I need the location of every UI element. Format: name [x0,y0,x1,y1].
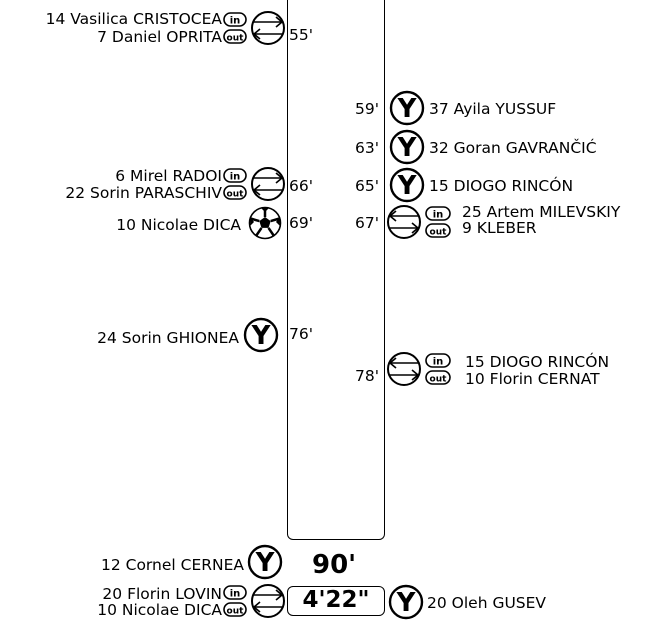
in-badge-label: in [230,589,241,600]
booked-player: 32 Goran GAVRANČIĆ [429,139,597,157]
minute-label: 78' [355,367,379,385]
minute-label: 66' [289,177,313,195]
yellow-card-label: Y [251,321,272,351]
out-badge [223,602,247,617]
in-badge-label: in [230,172,241,183]
arrow-right-icon [390,369,420,381]
sub-in-player: 25 Artem MILEVSKIY [462,203,621,221]
full-time-minute: 90' [312,550,357,580]
minute-label: 69' [289,214,313,232]
yellow-card-label: Y [397,133,418,163]
sub-out-player: 22 Sorin PARASCHIV [65,184,222,202]
substitution-circle [251,167,285,201]
arrow-right-icon [254,172,284,184]
booked-player: 15 DIOGO RINCÓN [429,177,574,195]
out-badge [425,370,451,385]
in-badge [425,353,451,368]
sub-in-player: 6 Mirel RADOI [115,167,222,185]
soccer-ball-icon [248,206,282,240]
substitution-circle [251,11,285,45]
out-badge-label: out [227,34,245,44]
out-badge-label: out [430,228,448,238]
yellow-card-label: Y [396,588,417,618]
substitution-circle [387,352,421,386]
yellow-card-label: Y [255,548,276,578]
yellow-card-icon: Y [243,317,279,353]
arrow-right-icon [254,16,284,28]
substitution-left-icon: in out [223,167,285,201]
yellow-card-label: Y [397,94,418,124]
substitution-left-icon: in out [223,11,285,45]
minute-label: 55' [289,26,313,44]
minute-label: 63' [355,139,379,157]
sub-in-player: 20 Florin LOVIN [102,585,222,603]
substitution-left-icon: in out [223,584,285,618]
yellow-card-icon: Y [389,129,425,165]
yellow-card-icon: Y [389,167,425,203]
sub-out-player: 10 Florin CERNAT [465,370,600,388]
out-badge-label: out [227,607,245,617]
out-badge-label: out [430,375,448,385]
stoppage-time: 4'22" [302,587,370,613]
arrow-right-icon [254,589,284,601]
in-badge-label: in [433,210,444,221]
substitution-circle [251,584,285,618]
in-badge-label: in [433,357,444,368]
sub-in-player: 15 DIOGO RINCÓN [465,353,610,371]
sub-out-player: 9 KLEBER [462,219,537,237]
in-badge [223,585,247,600]
goal-scorer: 10 Nicolae DICA [116,216,241,234]
booked-player: 12 Cornel CERNEA [100,556,244,574]
stoppage-time-box: 4'22" [287,586,385,616]
in-badge [425,206,451,221]
minute-label: 59' [355,100,379,118]
arrow-left-icon [252,28,282,40]
in-badge [223,168,247,183]
yellow-card-icon: Y [389,90,425,126]
booked-player: 24 Sorin GHIONEA [97,329,239,347]
arrow-left-icon [388,210,418,222]
out-badge [223,29,247,44]
substitution-right-icon: in out [387,205,451,239]
match-timeline [287,0,385,540]
sub-out-player: 7 Daniel OPRITA [97,28,222,46]
arrow-left-icon [252,601,282,613]
out-badge [425,223,451,238]
substitution-circle [387,205,421,239]
booked-player: 37 Ayila YUSSUF [429,100,557,118]
yellow-card-icon: Y [388,584,424,620]
yellow-card-label: Y [397,171,418,201]
in-badge-label: in [230,16,241,27]
arrow-left-icon [388,357,418,369]
yellow-card-icon: Y [247,544,283,580]
booked-player: 20 Oleh GUSEV [427,594,547,612]
minute-label: 67' [355,214,379,232]
minute-label: 76' [289,325,313,343]
in-badge [223,12,247,27]
sub-out-player: 10 Nicolae DICA [97,601,222,619]
out-badge-label: out [227,190,245,200]
minute-label: 65' [355,177,379,195]
arrow-right-icon [390,222,420,234]
substitution-right-icon: in out [387,352,451,386]
arrow-left-icon [252,184,282,196]
out-badge [223,185,247,200]
sub-in-player: 14 Vasilica CRISTOCEA [45,10,222,28]
